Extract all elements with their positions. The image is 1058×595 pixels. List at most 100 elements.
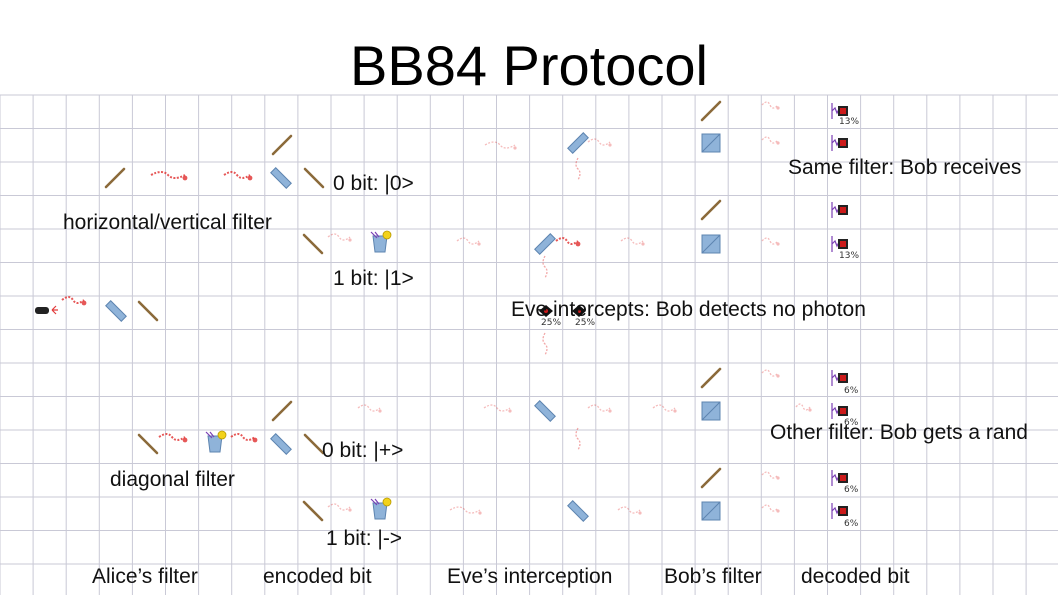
diagonal-filter-icon	[271, 134, 293, 156]
diagonal-filter-label: diagonal filter	[110, 468, 235, 491]
polarizer-icon	[567, 500, 589, 522]
column-header-bob-filter: Bob’s filter	[664, 565, 762, 588]
photon-trail	[761, 369, 779, 377]
photon-dot	[638, 511, 642, 515]
detector-light	[840, 241, 846, 247]
polarizer-icon	[534, 400, 556, 422]
photon-trail	[542, 255, 548, 279]
photon-dot	[808, 408, 812, 412]
photon-dot	[776, 242, 780, 246]
photon-dot	[776, 374, 780, 378]
polarizer-icon	[105, 300, 127, 322]
beam-splitter-diagonal	[701, 401, 721, 421]
photon-dot	[608, 143, 612, 147]
photon-trail	[61, 296, 85, 304]
photon-trail	[230, 433, 256, 441]
horizontal-vertical-filter-label: horizontal/vertical filter	[63, 211, 272, 234]
photon-dot	[81, 300, 87, 306]
detector-light	[840, 140, 846, 146]
photon-trail	[449, 506, 481, 514]
diagonal-filter-icon	[700, 100, 722, 122]
photon-trail	[761, 101, 779, 109]
photon-dot	[478, 511, 482, 515]
diagonal-filter-icon	[700, 467, 722, 489]
polarizer-icon	[270, 433, 292, 455]
photon-trail	[483, 404, 511, 412]
detector-light	[840, 408, 846, 414]
polarizer-icon	[534, 233, 556, 255]
detector-light	[840, 508, 846, 514]
bulb-icon	[382, 230, 392, 240]
photon-trail	[575, 157, 581, 181]
photon-trail	[158, 433, 186, 441]
eve-detector-light	[577, 309, 581, 313]
photon-trail	[617, 506, 641, 514]
detector-wave	[831, 202, 840, 218]
laser-icon	[35, 307, 49, 314]
same-filter-label: Same filter: Bob receives	[788, 156, 1022, 179]
probability-label: 13%	[839, 251, 860, 261]
photon-dot	[776, 509, 780, 513]
photon-trail	[761, 237, 779, 245]
photon-trail	[761, 136, 779, 144]
antidiagonal-filter-icon	[302, 500, 324, 522]
photon-dot	[641, 242, 645, 246]
photon-dot	[348, 508, 352, 512]
photon-trail	[652, 404, 676, 412]
probability-label: 6%	[844, 519, 859, 529]
detector-wave	[831, 236, 840, 252]
column-header-encoded-bit: encoded bit	[263, 565, 372, 588]
column-header-alice-filter: Alice’s filter	[92, 565, 198, 588]
cup-icon	[372, 502, 388, 520]
diagonal-filter-icon	[104, 167, 126, 189]
photon-dot	[673, 409, 677, 413]
cup-wire	[205, 431, 215, 439]
bit1-diag-label: 1 bit: |->	[326, 527, 403, 550]
probability-label: 6%	[844, 485, 859, 495]
photon-dot	[776, 476, 780, 480]
antidiagonal-filter-icon	[137, 433, 159, 455]
diagonal-filter-icon	[700, 199, 722, 221]
detector-wave	[831, 503, 840, 519]
photon-dot	[776, 106, 780, 110]
cup-icon	[207, 435, 223, 453]
photon-dot	[182, 175, 188, 181]
bit0-hv-label: 0 bit: |0>	[333, 172, 414, 195]
detector-light	[840, 475, 846, 481]
column-header-eve-interception: Eve’s interception	[447, 565, 613, 588]
probability-label: 6%	[844, 418, 859, 428]
photon-trail	[587, 404, 611, 412]
laser-burst	[51, 305, 58, 315]
photon-dot	[252, 437, 258, 443]
probability-label: 25%	[575, 318, 596, 328]
photon-trail	[357, 404, 381, 412]
photon-trail	[456, 237, 480, 245]
diagonal-filter-icon	[271, 400, 293, 422]
detector-wave	[831, 135, 840, 151]
photon-dot	[247, 175, 253, 181]
detector-wave	[831, 370, 840, 386]
photon-dot	[182, 437, 188, 443]
probability-label: 13%	[839, 117, 860, 127]
photon-dot	[608, 409, 612, 413]
detector-light	[840, 375, 846, 381]
other-filter-label: Other filter: Bob gets a rand	[770, 421, 1028, 444]
photon-dot	[508, 409, 512, 413]
photon-trail	[761, 471, 779, 479]
photon-dot	[776, 141, 780, 145]
detector-wave	[831, 470, 840, 486]
photon-trail	[795, 403, 811, 411]
antidiagonal-filter-icon	[303, 433, 325, 455]
beam-splitter-diagonal	[701, 501, 721, 521]
photon-dot	[378, 409, 382, 413]
photon-trail	[555, 237, 579, 245]
column-header-decoded-bit: decoded bit	[801, 565, 910, 588]
photon-trail	[327, 503, 351, 511]
bulb-icon	[382, 497, 392, 507]
photon-dot	[477, 242, 481, 246]
photon-trail	[761, 504, 779, 512]
detector-light	[840, 108, 846, 114]
bulb-icon	[217, 430, 227, 440]
photon-dot	[575, 241, 581, 247]
